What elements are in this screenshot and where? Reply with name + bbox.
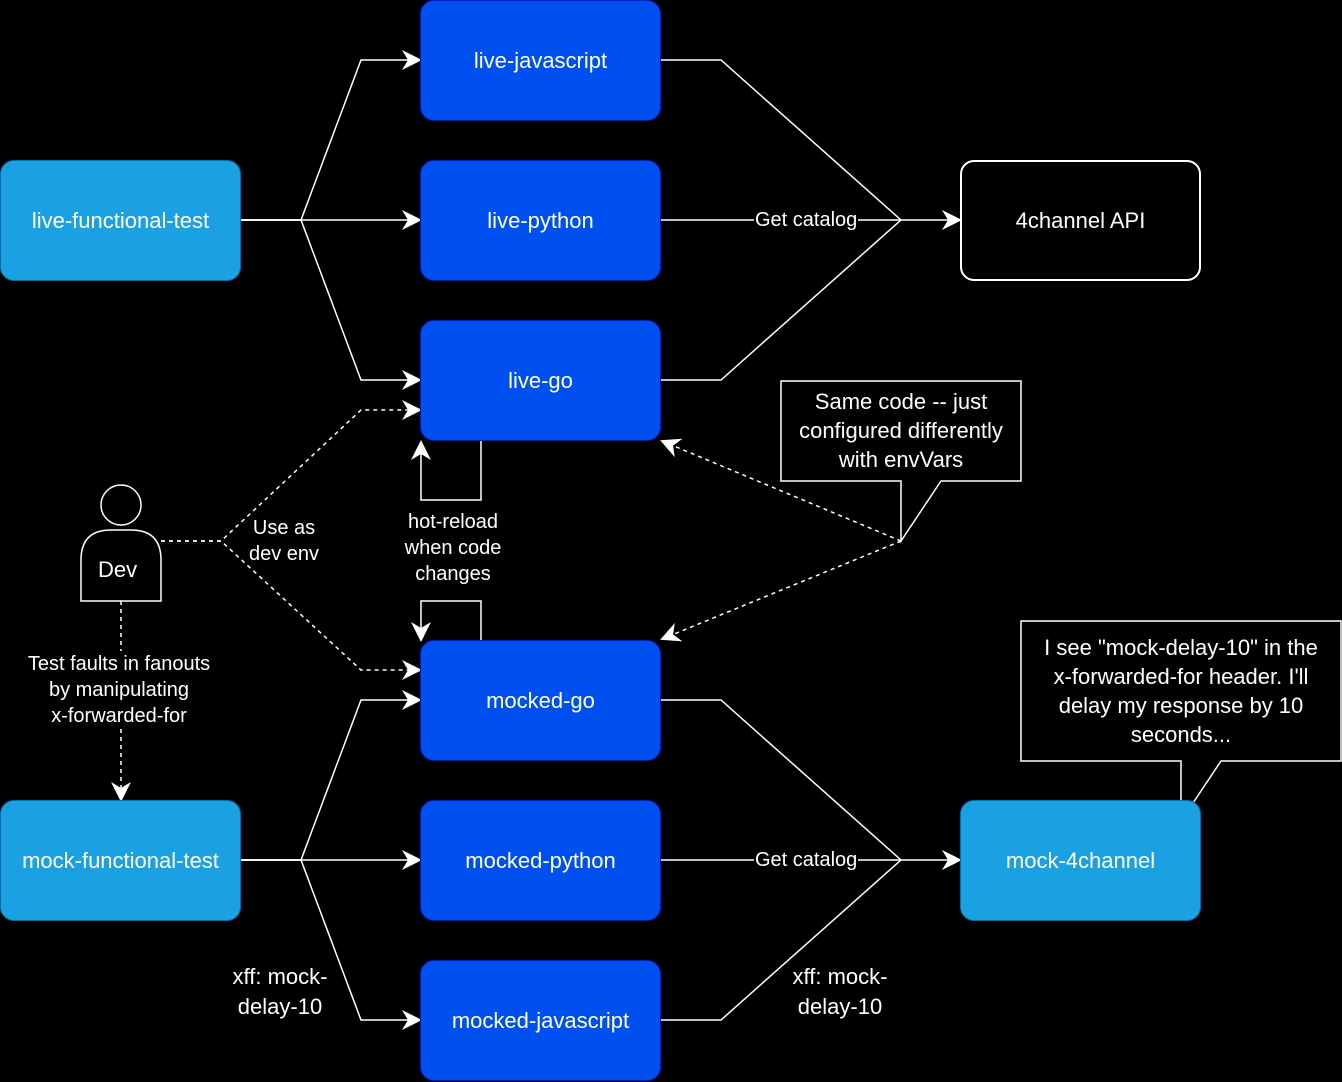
edge-same-code-to-live-go — [660, 438, 902, 542]
live-javascript-node[interactable]: live-javascript — [420, 0, 661, 121]
test-faults-line1: Test faults in fanouts — [27, 653, 211, 675]
edge-mock-test-to-javascript — [241, 859, 422, 1030]
edge-dev-to-live-go — [161, 400, 422, 542]
mocked-python-node[interactable]: mocked-python — [420, 800, 661, 921]
xff-right-label: xff: mock- delay-10 — [780, 962, 900, 1022]
xff-left-line1: xff: mock- — [232, 964, 328, 989]
mock-delay-line4: seconds... — [1130, 722, 1232, 747]
callout-mock-delay-bubble — [1020, 620, 1342, 824]
edge-same-code-to-mocked-go — [660, 540, 902, 642]
same-code-line1: Same code -- just — [814, 389, 988, 414]
use-as-dev-env-line1: Use as — [252, 517, 316, 539]
dev-actor-head — [100, 484, 142, 526]
hot-reload-label: hot-reload when code changes — [393, 509, 513, 587]
mock-delay-line3: delay my response by 10 — [1058, 693, 1304, 718]
live-functional-test-node[interactable]: live-functional-test — [0, 160, 241, 281]
use-as-dev-env-line2: dev env — [248, 543, 320, 565]
get-catalog-live-label: Get catalog — [754, 209, 859, 231]
edge-mocked-go-to-mock4channel — [661, 699, 902, 861]
dev-actor-label: Dev — [98, 557, 138, 582]
live-python-node[interactable]: live-python — [420, 160, 661, 281]
xff-right-line1: xff: mock- — [792, 964, 888, 989]
edge-dev-to-mocked-go — [161, 540, 422, 680]
edge-mock-test-to-go — [241, 690, 422, 861]
xff-left-label: xff: mock- delay-10 — [220, 962, 340, 1022]
edge-live-test-to-go — [241, 219, 422, 390]
mocked-javascript-node[interactable]: mocked-javascript — [420, 960, 661, 1081]
test-faults-label: Test faults in fanouts by manipulating x… — [0, 651, 238, 729]
edge-live-javascript-to-api — [661, 59, 902, 221]
edge-mocked-javascript-to-mock4channel — [661, 859, 902, 1021]
hot-reload-line2: when code — [404, 537, 502, 559]
hot-reload-line3: changes — [415, 563, 491, 585]
mock-delay-line1: I see "mock-delay-10" in the — [1044, 635, 1318, 660]
edge-hot-reload-live-go — [411, 440, 482, 501]
same-code-line2: configured differently — [799, 418, 1003, 443]
xff-right-line2: delay-10 — [797, 994, 883, 1019]
edge-live-test-to-javascript — [241, 50, 422, 221]
mock-delay-line2: x-forwarded-for header. I'll — [1053, 664, 1309, 689]
get-catalog-mock-label: Get catalog — [754, 849, 859, 871]
test-faults-line3: x-forwarded-for — [51, 705, 187, 727]
dev-actor-body — [80, 529, 162, 602]
hot-reload-line1: hot-reload — [407, 511, 499, 533]
mock-4channel-node[interactable]: mock-4channel — [960, 800, 1201, 921]
edge-live-go-to-api — [661, 219, 902, 381]
same-code-line3: with envVars — [838, 447, 964, 472]
same-code-callout: Same code -- just configured differently… — [781, 387, 1021, 474]
test-faults-line2: by manipulating — [48, 679, 190, 701]
use-as-dev-env-label: Use as dev env — [224, 515, 344, 567]
mock-functional-test-node[interactable]: mock-functional-test — [0, 800, 241, 921]
edge-hot-reload-mocked-go — [411, 600, 482, 642]
4channel-api-node[interactable]: 4channel API — [960, 160, 1201, 281]
xff-left-line2: delay-10 — [237, 994, 323, 1019]
mocked-go-node[interactable]: mocked-go — [420, 640, 661, 761]
mock-delay-callout: I see "mock-delay-10" in the x-forwarded… — [1021, 633, 1341, 749]
callout-same-code-bubble — [780, 380, 1022, 544]
live-go-node[interactable]: live-go — [420, 320, 661, 441]
